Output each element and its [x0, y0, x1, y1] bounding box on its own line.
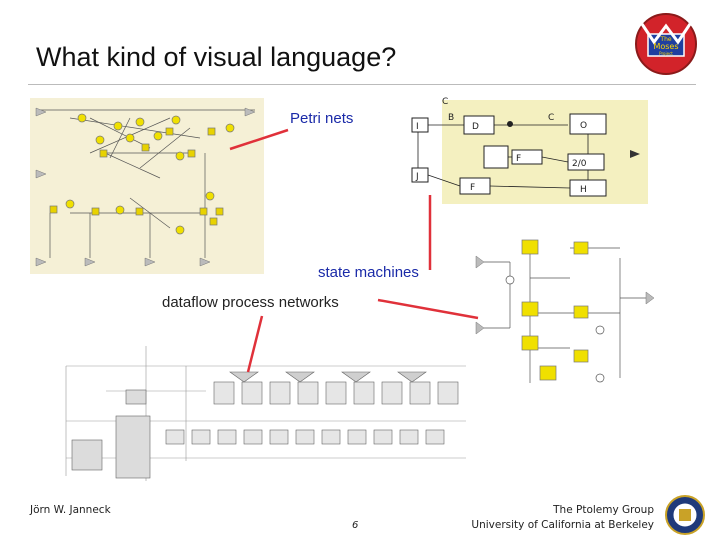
- state-machine-figure: I J D F F C O 2/0 H B C: [408, 96, 648, 208]
- svg-text:D: D: [472, 122, 479, 132]
- logo-text-2: Moses: [653, 42, 678, 51]
- svg-text:O: O: [580, 121, 587, 131]
- footer-group: The Ptolemy Group: [553, 504, 654, 516]
- university-seal: [664, 494, 706, 536]
- logo-text-3: Project: [659, 51, 673, 56]
- dataflow-right-figure: [470, 218, 670, 393]
- svg-text:C: C: [442, 97, 448, 107]
- title-underline: [28, 84, 696, 85]
- dataflow-process-network-figure: [46, 336, 472, 486]
- svg-text:2/0: 2/0: [572, 159, 587, 169]
- footer-author: Jörn W. Janneck: [30, 504, 111, 516]
- moses-project-logo: The Moses Project: [634, 12, 698, 76]
- page-number: 6: [352, 520, 359, 531]
- logo-text-1: The: [659, 36, 671, 43]
- svg-text:C: C: [548, 113, 554, 123]
- svg-text:I: I: [416, 122, 419, 132]
- svg-text:B: B: [448, 113, 454, 123]
- svg-text:F: F: [470, 183, 475, 193]
- callout-petri-nets: Petri nets: [290, 110, 354, 127]
- callout-dataflow: dataflow process networks: [162, 294, 339, 311]
- svg-text:J: J: [415, 172, 419, 182]
- dataflow-callout-line-right: [377, 298, 479, 320]
- footer-university: University of California at Berkeley: [471, 519, 654, 531]
- svg-text:F: F: [516, 154, 521, 164]
- petri-net-figure: [30, 98, 264, 274]
- svg-text:H: H: [580, 185, 587, 195]
- callout-state-machines: state machines: [318, 264, 419, 281]
- slide-title: What kind of visual language?: [36, 42, 397, 72]
